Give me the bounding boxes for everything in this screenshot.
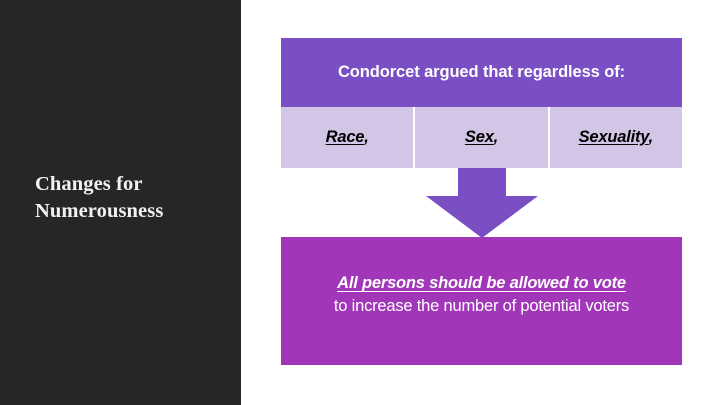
criteria-cell-sexuality-punctuation: , [648, 128, 654, 146]
conclusion-block: All persons should be allowed to vote to… [281, 237, 682, 365]
criteria-row: Race, Sex, Sexuality, [281, 107, 682, 168]
criteria-cell-sexuality-word: Sexuality [578, 128, 649, 146]
criteria-cell-sex: Sex, [415, 107, 548, 168]
criteria-cell-sex-text: Sex, [465, 128, 498, 147]
criteria-cell-sex-word: Sex [464, 128, 494, 146]
conclusion-emphasis-line: All persons should be allowed to vote [337, 274, 626, 293]
premise-header-text: Condorcet argued that regardless of: [337, 63, 626, 81]
premise-block: Condorcet argued that regardless of: Rac… [281, 38, 682, 168]
criteria-cell-race-text: Race, [326, 128, 369, 147]
slide-title-panel: Changes for Numerousness [0, 0, 241, 405]
premise-header-bar: Condorcet argued that regardless of: [281, 38, 682, 107]
criteria-cell-sexuality: Sexuality, [549, 107, 682, 168]
page-title: Changes for Numerousness [35, 173, 164, 223]
criteria-cell-race-word: Race [325, 128, 365, 146]
conclusion-text: All persons should be allowed to vote to… [292, 272, 672, 330]
criteria-cell-race: Race, [281, 107, 414, 168]
criteria-cell-race-punctuation: , [364, 128, 369, 146]
conclusion-rest-text: to increase the number of potential vote… [333, 297, 630, 315]
criteria-cell-sexuality-text: Sexuality, [578, 128, 654, 147]
down-arrow-icon [426, 168, 538, 238]
criteria-cell-sex-punctuation: , [493, 128, 499, 146]
